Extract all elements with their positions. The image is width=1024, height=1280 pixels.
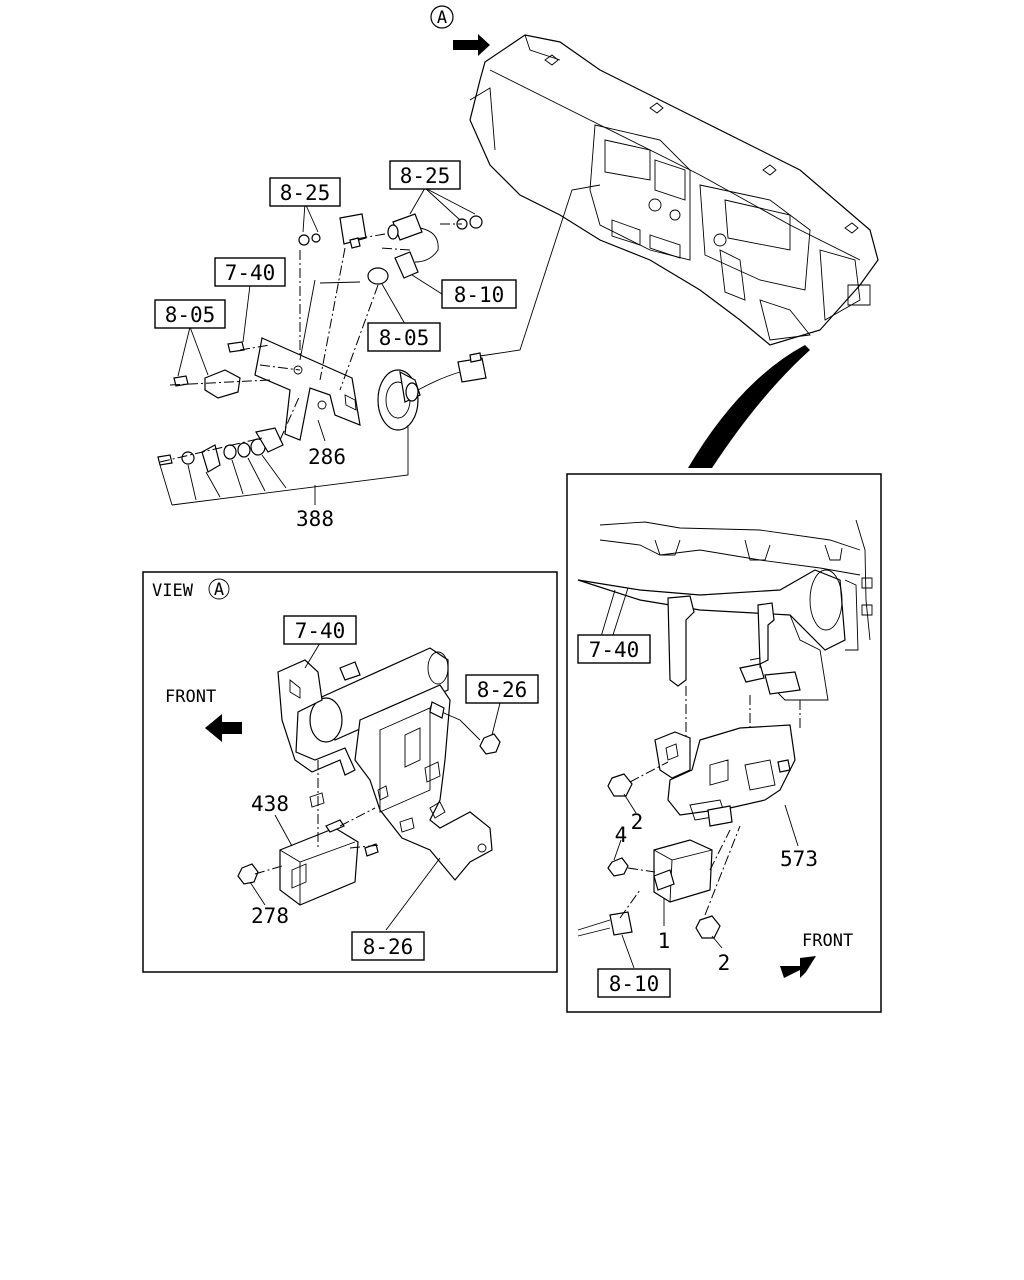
view-a-title: VIEW A <box>152 578 230 601</box>
ref-box-805-left: 8-05 <box>154 299 226 329</box>
svg-text:8-10: 8-10 <box>609 972 660 996</box>
svg-text:8-25: 8-25 <box>280 181 331 205</box>
part-number-388: 388 <box>296 507 334 531</box>
view-a-marker: A <box>430 5 454 29</box>
part-number-278: 278 <box>251 904 289 928</box>
detail-front-label: FRONT <box>802 931 853 951</box>
svg-text:8-05: 8-05 <box>165 303 216 327</box>
leader-lines-view-a <box>249 642 501 931</box>
part-number-2-lower: 2 <box>718 951 731 975</box>
svg-text:8-25: 8-25 <box>400 164 451 188</box>
callout-arrow-icon <box>688 345 810 468</box>
svg-text:VIEW: VIEW <box>152 581 194 601</box>
svg-text:7-40: 7-40 <box>225 261 276 285</box>
view-a-ref-box-826-bottom: 8-26 <box>351 931 425 961</box>
part-number-4: 4 <box>615 823 628 847</box>
ref-box-810-top: 8-10 <box>441 279 517 309</box>
svg-text:8-10: 8-10 <box>454 283 505 307</box>
ref-box-805-mid: 8-05 <box>367 322 441 352</box>
detail-ref-box-810: 8-10 <box>597 968 671 998</box>
ref-box-825-right: 8-25 <box>389 160 461 190</box>
detail-frame <box>566 473 882 1013</box>
part-number-286: 286 <box>308 445 346 469</box>
view-a-ref-box-740: 7-40 <box>283 615 357 645</box>
svg-text:A: A <box>214 580 224 600</box>
svg-text:8-05: 8-05 <box>379 326 430 350</box>
ref-box-740: 7-40 <box>214 257 286 287</box>
svg-text:7-40: 7-40 <box>589 638 640 662</box>
dashboard-illustration <box>469 34 879 346</box>
svg-text:8-26: 8-26 <box>477 678 528 702</box>
view-a-illustration <box>237 647 501 906</box>
svg-text:7-40: 7-40 <box>295 619 346 643</box>
direction-arrow-icon <box>453 34 490 56</box>
svg-text:A: A <box>437 8 447 28</box>
part-number-573: 573 <box>780 847 818 871</box>
detail-illustration <box>577 519 873 939</box>
svg-text:8-26: 8-26 <box>363 935 414 959</box>
detail-front-arrow-icon <box>780 956 816 978</box>
leader-lines-top <box>159 187 476 506</box>
front-arrow-icon <box>205 714 242 742</box>
view-a-frame <box>142 571 558 973</box>
horn-assembly-illustration <box>157 213 487 473</box>
part-number-438: 438 <box>251 792 289 816</box>
leader-lines-detail <box>611 587 799 969</box>
view-a-front-label: FRONT <box>165 687 216 707</box>
detail-ref-box-740: 7-40 <box>577 634 651 664</box>
part-number-2-upper: 2 <box>631 810 644 834</box>
ref-box-825-left: 8-25 <box>269 177 341 207</box>
part-number-1: 1 <box>658 929 671 953</box>
view-a-ref-box-826-top: 8-26 <box>465 674 539 704</box>
